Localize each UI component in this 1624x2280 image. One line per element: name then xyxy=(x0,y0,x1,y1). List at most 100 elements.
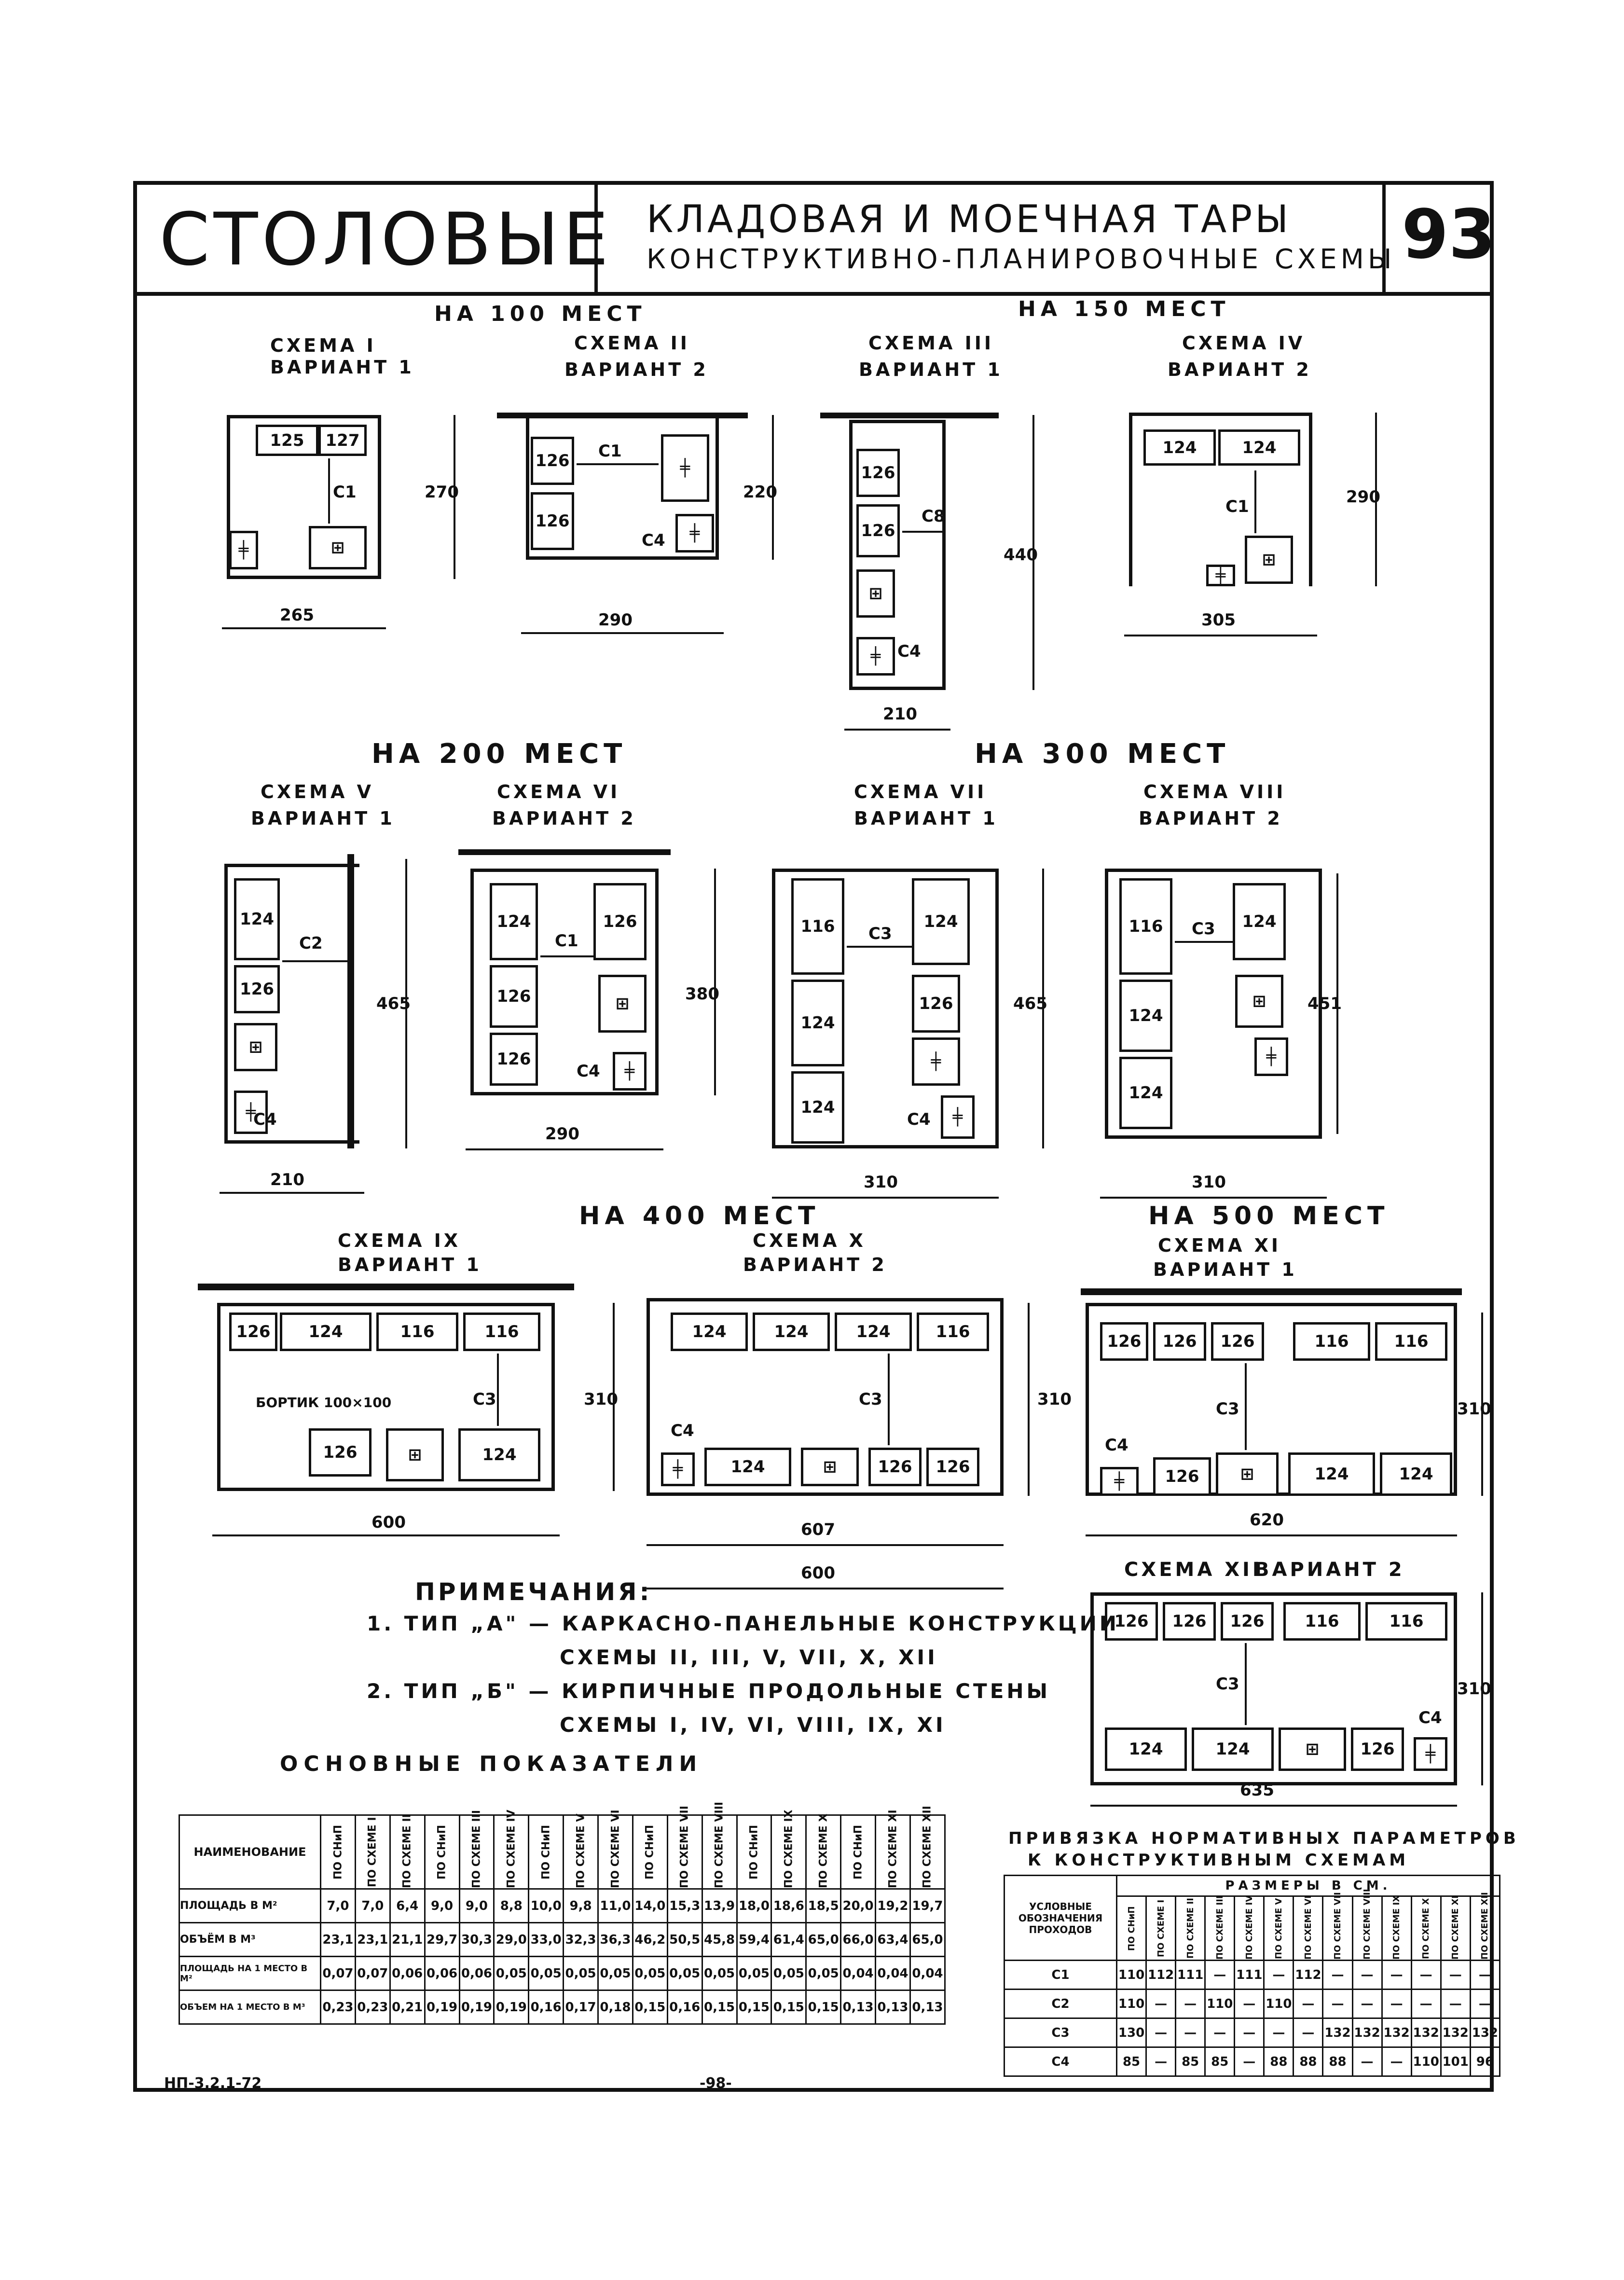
cell: 9,0 xyxy=(458,1888,495,1923)
scheme-1-width-line xyxy=(222,627,386,629)
scheme-5-tap: ╪ xyxy=(234,1091,268,1134)
scheme-10-pass-line xyxy=(888,1354,890,1445)
scheme-8-unit-124c: 124 xyxy=(1233,883,1286,960)
cell: 21,1 xyxy=(389,1922,426,1957)
scheme-6-unit-124: 124 xyxy=(490,883,538,960)
scheme-10-height: 310 xyxy=(1037,1390,1072,1409)
scheme-7-plan xyxy=(772,869,999,1148)
cell: 50,5 xyxy=(666,1922,703,1957)
scheme-3-unit-126a: 126 xyxy=(856,449,900,497)
cell: — xyxy=(1145,2017,1177,2048)
scheme-9-wall xyxy=(198,1284,574,1290)
scheme-4-height-line xyxy=(1375,413,1377,586)
cell: 0,07 xyxy=(320,1956,356,1991)
cell: 0,15 xyxy=(805,1990,842,2025)
cell: — xyxy=(1175,1989,1206,2019)
scheme-3-sink: ⊞ xyxy=(856,569,895,618)
note-1: 1. ТИП „А" — КАРКАСНО-ПАНЕЛЬНЫЕ КОНСТРУК… xyxy=(367,1612,1119,1635)
scheme-1-unit-125: 125 xyxy=(256,425,318,456)
cell: 0,19 xyxy=(458,1990,495,2025)
cell: 0,18 xyxy=(597,1990,633,2025)
page-subtitle-2: КОНСТРУКТИВНО-ПЛАНИРОВОЧНЫЕ СХЕМЫ xyxy=(647,244,1396,275)
cell: 0,04 xyxy=(840,1956,876,1991)
scheme-2-tap: ╪ xyxy=(675,514,714,553)
indicators-title: ОСНОВНЫЕ ПОКАЗАТЕЛИ xyxy=(280,1752,703,1776)
cell: — xyxy=(1469,1989,1501,2019)
cell: 6,4 xyxy=(389,1888,426,1923)
scheme-11-unit-116b: 116 xyxy=(1375,1322,1447,1361)
cell: — xyxy=(1469,1960,1501,1990)
scheme-9-height: 310 xyxy=(584,1390,618,1409)
scheme-9-variant: ВАРИАНТ 1 xyxy=(338,1254,482,1275)
cell: 130 xyxy=(1115,2017,1147,2048)
table-row: C1 110 112 111 — 111 — 112 — — — — — — xyxy=(1004,1960,1501,1990)
scheme-8-sink: ⊞ xyxy=(1235,975,1283,1028)
ind-col: ПО СНиП xyxy=(633,1815,668,1889)
title-block-divider-1 xyxy=(594,181,598,294)
bind-col: ПО СХЕМЕ III xyxy=(1205,1895,1235,1961)
scheme-7-pass2: C4 xyxy=(907,1110,931,1129)
scheme-1-pass: C1 xyxy=(333,483,357,502)
cell: 85 xyxy=(1175,2046,1206,2077)
scheme-6-height: 380 xyxy=(685,984,719,1004)
cell: 11,0 xyxy=(597,1888,633,1923)
cell: 65,0 xyxy=(909,1922,946,1957)
scheme-8-height-line xyxy=(1336,873,1338,1134)
scheme-12-pass2: C4 xyxy=(1418,1708,1442,1727)
scheme-5-plan xyxy=(224,864,359,1144)
ind-col: ПО СХЕМЕ VI xyxy=(598,1810,633,1889)
scheme-12-pass-line xyxy=(1245,1643,1247,1725)
cell: 132 xyxy=(1469,2017,1501,2048)
scheme-4-name: СХЕМА IV xyxy=(1182,332,1306,354)
table-row: ПЛОЩАДЬ НА 1 МЕСТО В М² 0,07 0,07 0,06 0… xyxy=(179,1956,946,1991)
scheme-4-height: 290 xyxy=(1346,487,1380,507)
ind-col: ПО СХЕМЕ IV xyxy=(494,1810,529,1889)
row-name: ОБЪЁМ В М³ xyxy=(179,1922,321,1957)
ind-col: ПО СХЕМЕ X xyxy=(806,1814,841,1889)
scheme-11-height-line xyxy=(1481,1313,1483,1496)
scheme-10-width2-line xyxy=(647,1588,1004,1589)
scheme-12-height: 310 xyxy=(1457,1679,1491,1699)
ind-col: ПО СНиП xyxy=(528,1815,564,1889)
scheme-6-unit-126a: 126 xyxy=(490,965,538,1028)
cell: — xyxy=(1322,1960,1353,1990)
cell: 0,05 xyxy=(701,1956,738,1991)
ind-col: ПО СХЕМЕ II xyxy=(390,1814,425,1889)
cell: 30,3 xyxy=(458,1922,495,1957)
ind-col: ПО СХЕМЕ VIII xyxy=(702,1802,737,1889)
cell: — xyxy=(1351,2046,1383,2077)
cell: 10,0 xyxy=(528,1888,564,1923)
cell: 0,06 xyxy=(424,1956,460,1991)
page-subtitle-1: КЛАДОВАЯ И МОЕЧНАЯ ТАРЫ xyxy=(647,198,1292,241)
scheme-11-variant: ВАРИАНТ 1 xyxy=(1153,1259,1297,1280)
row-name: C2 xyxy=(1004,1989,1117,2019)
scheme-10-unit-126b: 126 xyxy=(926,1448,979,1486)
note-1-schemes: СХЕМЫ II, III, V, VII, X, XII xyxy=(560,1645,938,1669)
cell: — xyxy=(1381,1989,1412,2019)
scheme-1-variant: ВАРИАНТ 1 xyxy=(270,357,414,378)
cell: — xyxy=(1410,1989,1442,2019)
scheme-9-unit-124a: 124 xyxy=(280,1313,372,1351)
scheme-12-unit-126d: 126 xyxy=(1351,1727,1404,1771)
scheme-1-name: СХЕМА I xyxy=(270,335,376,356)
scheme-8-name: СХЕМА VIII xyxy=(1143,781,1286,802)
scheme-9-unit-124b: 124 xyxy=(458,1428,540,1481)
scheme-9-width: 600 xyxy=(372,1513,406,1532)
scheme-7-unit-126: 126 xyxy=(912,975,960,1033)
scheme-10-unit-124a: 124 xyxy=(671,1313,748,1351)
scheme-8-unit-124b: 124 xyxy=(1119,1057,1172,1129)
scheme-5-pass2: C4 xyxy=(253,1110,277,1129)
cell: — xyxy=(1322,1989,1353,2019)
scheme-12-sink: ⊞ xyxy=(1279,1727,1346,1771)
cell: 0,16 xyxy=(666,1990,703,2025)
cell: 0,05 xyxy=(493,1956,530,1991)
scheme-11-height: 310 xyxy=(1457,1399,1491,1419)
binding-header-name: УСЛОВНЫЕ ОБОЗНАЧЕНИЯ ПРОХОДОВ xyxy=(1004,1875,1117,1961)
cell: 132 xyxy=(1351,2017,1383,2048)
scheme-3-name: СХЕМА III xyxy=(868,332,994,354)
scheme-9-unit-116a: 116 xyxy=(376,1313,458,1351)
scheme-10-unit-126a: 126 xyxy=(868,1448,922,1486)
scheme-1-width: 265 xyxy=(280,606,314,625)
notes-title: ПРИМЕЧАНИЯ: xyxy=(415,1578,652,1606)
scheme-3-variant: ВАРИАНТ 1 xyxy=(859,359,1003,380)
